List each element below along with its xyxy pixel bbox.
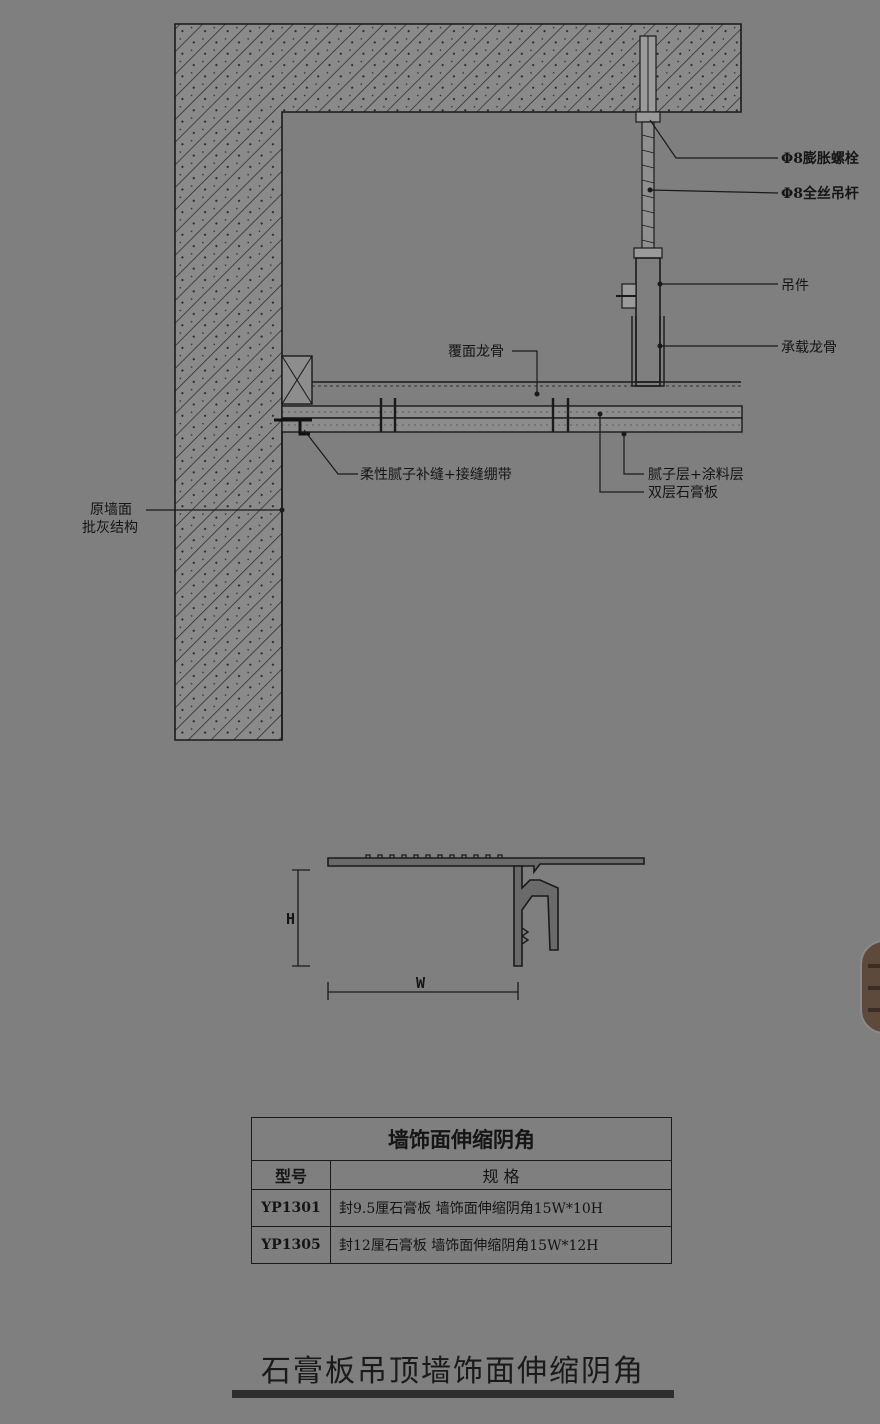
expansion-bolt-icon (635, 35, 661, 123)
corner-profile-drawing (327, 854, 645, 967)
table-cell-spec: 封12厘石膏板 墙饰面伸缩阴角15W*12H (330, 1226, 672, 1264)
hanger-icon (616, 257, 661, 387)
floating-thumbnail-button[interactable] (860, 940, 880, 1034)
table-cell-spec: 封9.5厘石膏板 墙饰面伸缩阴角15W*10H (330, 1189, 672, 1227)
table-cell-model: YP1301 (251, 1189, 331, 1227)
spec-table: 墙饰面伸缩阴角 型号 规 格 YP1301 封9.5厘石膏板 墙饰面伸缩阴角15… (251, 1117, 672, 1264)
table-header-model: 型号 (251, 1160, 331, 1190)
wood-block-icon (281, 355, 313, 405)
label-wall-line1: 原墙面 (90, 502, 132, 518)
dimension-h (292, 869, 310, 967)
table-title: 墙饰面伸缩阴角 (251, 1117, 672, 1161)
label-main-keel: 承载龙骨 (781, 340, 837, 356)
concrete-wall (174, 23, 742, 741)
label-double-gypsum: 双层石膏板 (648, 484, 718, 501)
leader-lines (146, 119, 779, 511)
label-putty-coating: 腻子层+涂料层 (648, 467, 744, 483)
label-threaded-rod: Φ8全丝吊杆 (781, 185, 859, 202)
screw-icon (379, 398, 570, 432)
label-cover-keel: 覆面龙骨 (448, 344, 504, 360)
table-header-spec: 规 格 (330, 1160, 672, 1190)
page-title: 石膏板吊顶墙饰面伸缩阴角 (261, 1354, 645, 1389)
label-expansion-bolt: Φ8膨胀螺栓 (781, 150, 859, 167)
dimension-h-label: H (286, 910, 295, 928)
title-underline (232, 1390, 674, 1398)
label-flexible-putty: 柔性腻子补缝+接缝绷带 (360, 466, 512, 483)
double-gypsum-board (281, 405, 743, 433)
dimension-w-label: W (416, 974, 426, 992)
table-cell-model: YP1305 (251, 1226, 331, 1264)
label-wall-line2: 批灰结构 (82, 520, 138, 536)
label-hanger: 吊件 (781, 278, 809, 294)
dimension-w (327, 982, 519, 1000)
table-row: YP1301 封9.5厘石膏板 墙饰面伸缩阴角15W*10H (251, 1189, 672, 1227)
table-row: YP1305 封12厘石膏板 墙饰面伸缩阴角15W*12H (251, 1226, 672, 1264)
